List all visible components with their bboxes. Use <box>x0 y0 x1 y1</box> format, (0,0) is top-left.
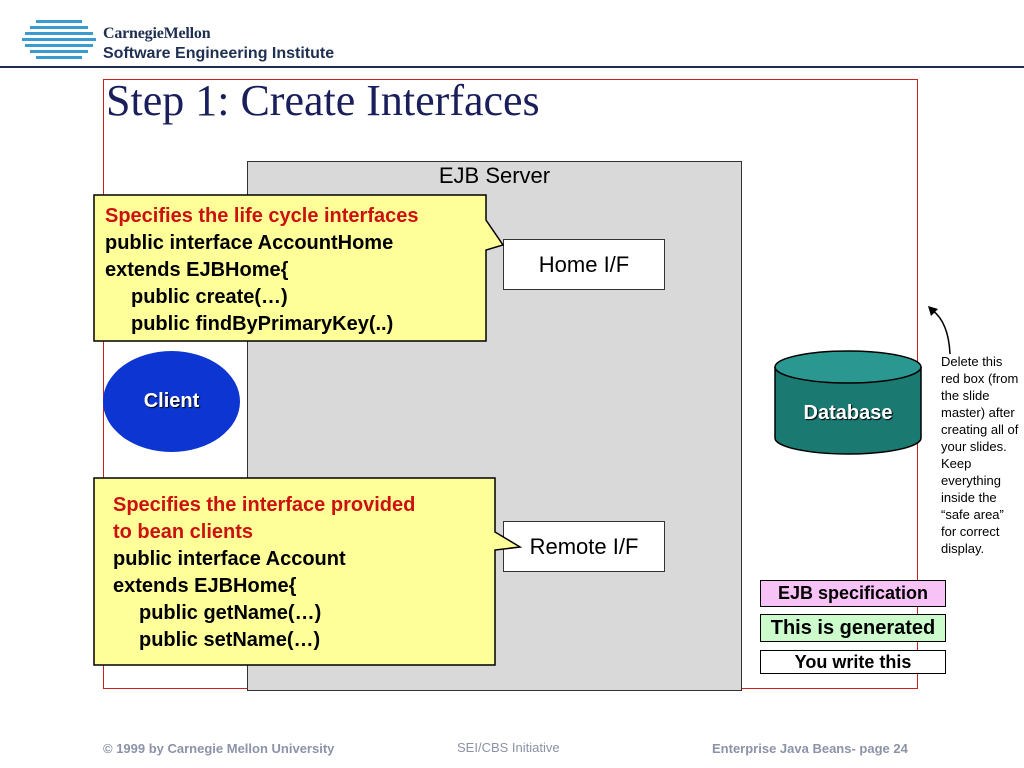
org-name-line1: CarnegieMellon <box>103 25 211 42</box>
home-callout-text: Specifies the life cycle interfaces publ… <box>105 203 419 338</box>
ejb-server-label: EJB Server <box>438 163 551 188</box>
home-callout-heading: Specifies the life cycle interfaces <box>105 205 419 227</box>
footer-initiative: SEI/CBS Initiative <box>457 740 560 755</box>
org-name-line2: Software Engineering Institute <box>103 45 335 62</box>
footer-page: Enterprise Java Beans- page 24 <box>712 741 908 756</box>
remote-callout-line: public setName(…) <box>139 629 321 651</box>
home-callout-line: public create(…) <box>131 286 288 308</box>
home-callout-line: extends EJBHome{ <box>105 259 289 281</box>
remote-callout-line: public getName(…) <box>139 602 322 624</box>
client-ellipse: Client <box>103 351 240 452</box>
safe-area-note: Delete this red box (from the slide mast… <box>941 354 1019 556</box>
sei-logo-icon <box>22 20 96 59</box>
remote-callout-line: extends EJBHome{ <box>113 575 297 597</box>
database-label: Database <box>803 402 893 424</box>
legend-spec-label: EJB specification <box>777 583 929 603</box>
remote-callout-text: Specifies the interface provided to bean… <box>113 492 415 654</box>
curved-arrow-icon <box>928 306 951 355</box>
home-interface-box: Home I/F <box>503 239 665 290</box>
home-interface-label: Home I/F <box>538 251 630 277</box>
home-callout-line: public findByPrimaryKey(..) <box>131 313 394 335</box>
legend-write-label: You write this <box>794 651 912 672</box>
remote-callout-line: public interface Account <box>113 548 346 570</box>
remote-callout-heading: to bean clients <box>113 521 254 543</box>
remote-interface-label: Remote I/F <box>529 533 639 559</box>
legend-you-write: You write this <box>760 650 946 674</box>
legend-ejb-specification: EJB specification <box>760 580 946 607</box>
database-cylinder-icon <box>774 350 922 455</box>
remote-callout-heading: Specifies the interface provided <box>113 494 416 516</box>
footer-copyright: © 1999 by Carnegie Mellon University <box>103 741 335 756</box>
legend-generated-label: This is generated <box>770 616 936 639</box>
home-callout-line: public interface AccountHome <box>105 232 394 254</box>
client-label: Client <box>143 390 200 412</box>
legend-generated: This is generated <box>760 614 946 642</box>
remote-interface-box: Remote I/F <box>503 521 665 572</box>
slide-title: Step 1: Create Interfaces <box>106 76 540 125</box>
header-divider <box>0 66 1024 68</box>
